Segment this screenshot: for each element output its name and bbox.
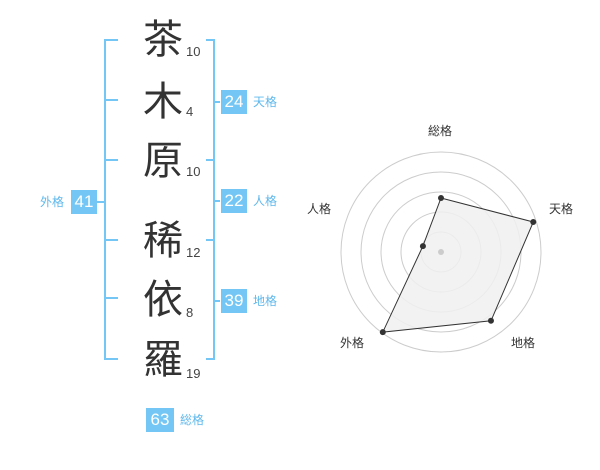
radar-grid-ring-4 (360, 171, 522, 333)
stroke-count-2: 4 (186, 104, 194, 119)
radar-point-4 (379, 329, 386, 336)
stroke-count-5: 8 (186, 305, 194, 320)
name-char-3: 原 (143, 138, 183, 184)
jinkaku-value-badge: 22 (221, 189, 247, 213)
name-char-4: 稀 (143, 218, 183, 264)
stroke-count-6: 19 (186, 366, 201, 381)
radar-axis-label-chikaku: 地格 (511, 336, 536, 350)
radar-axis-label-jinkaku: 人格 (307, 202, 332, 216)
name-char-1: 茶 (143, 17, 183, 63)
stroke-count-4: 12 (186, 245, 201, 260)
radar-axis-label-tenkaku: 天格 (549, 202, 574, 216)
soukaku-value-badge: 63 (146, 408, 174, 432)
soukaku-label: 総格 (180, 413, 205, 427)
radar-point-3 (487, 317, 494, 324)
radar-value-polygon (381, 197, 534, 333)
name-char-2: 木 (143, 79, 183, 125)
radar-grid-ring-5 (340, 151, 542, 353)
radar-point-1 (438, 195, 444, 201)
radar-center-dot (438, 249, 444, 255)
jinkaku-label: 人格 (253, 194, 278, 208)
radar-axis-label-soukaku: 総格 (428, 124, 453, 138)
tenkaku-label: 天格 (253, 95, 278, 109)
stroke-count-1: 10 (186, 44, 201, 59)
radar-axis-label-gaikaku: 外格 (340, 336, 365, 350)
gaikaku-value-badge: 41 (71, 190, 97, 214)
gaikaku-label: 外格 (40, 195, 65, 209)
radar-point-2 (530, 219, 537, 226)
name-char-5: 依 (143, 277, 183, 323)
chikaku-value-badge: 39 (221, 289, 247, 313)
chikaku-label: 地格 (253, 294, 278, 308)
tenkaku-value-badge: 24 (221, 90, 247, 114)
radar-point-5 (419, 243, 426, 250)
stroke-count-3: 10 (186, 164, 201, 179)
name-char-6: 羅 (143, 337, 183, 383)
